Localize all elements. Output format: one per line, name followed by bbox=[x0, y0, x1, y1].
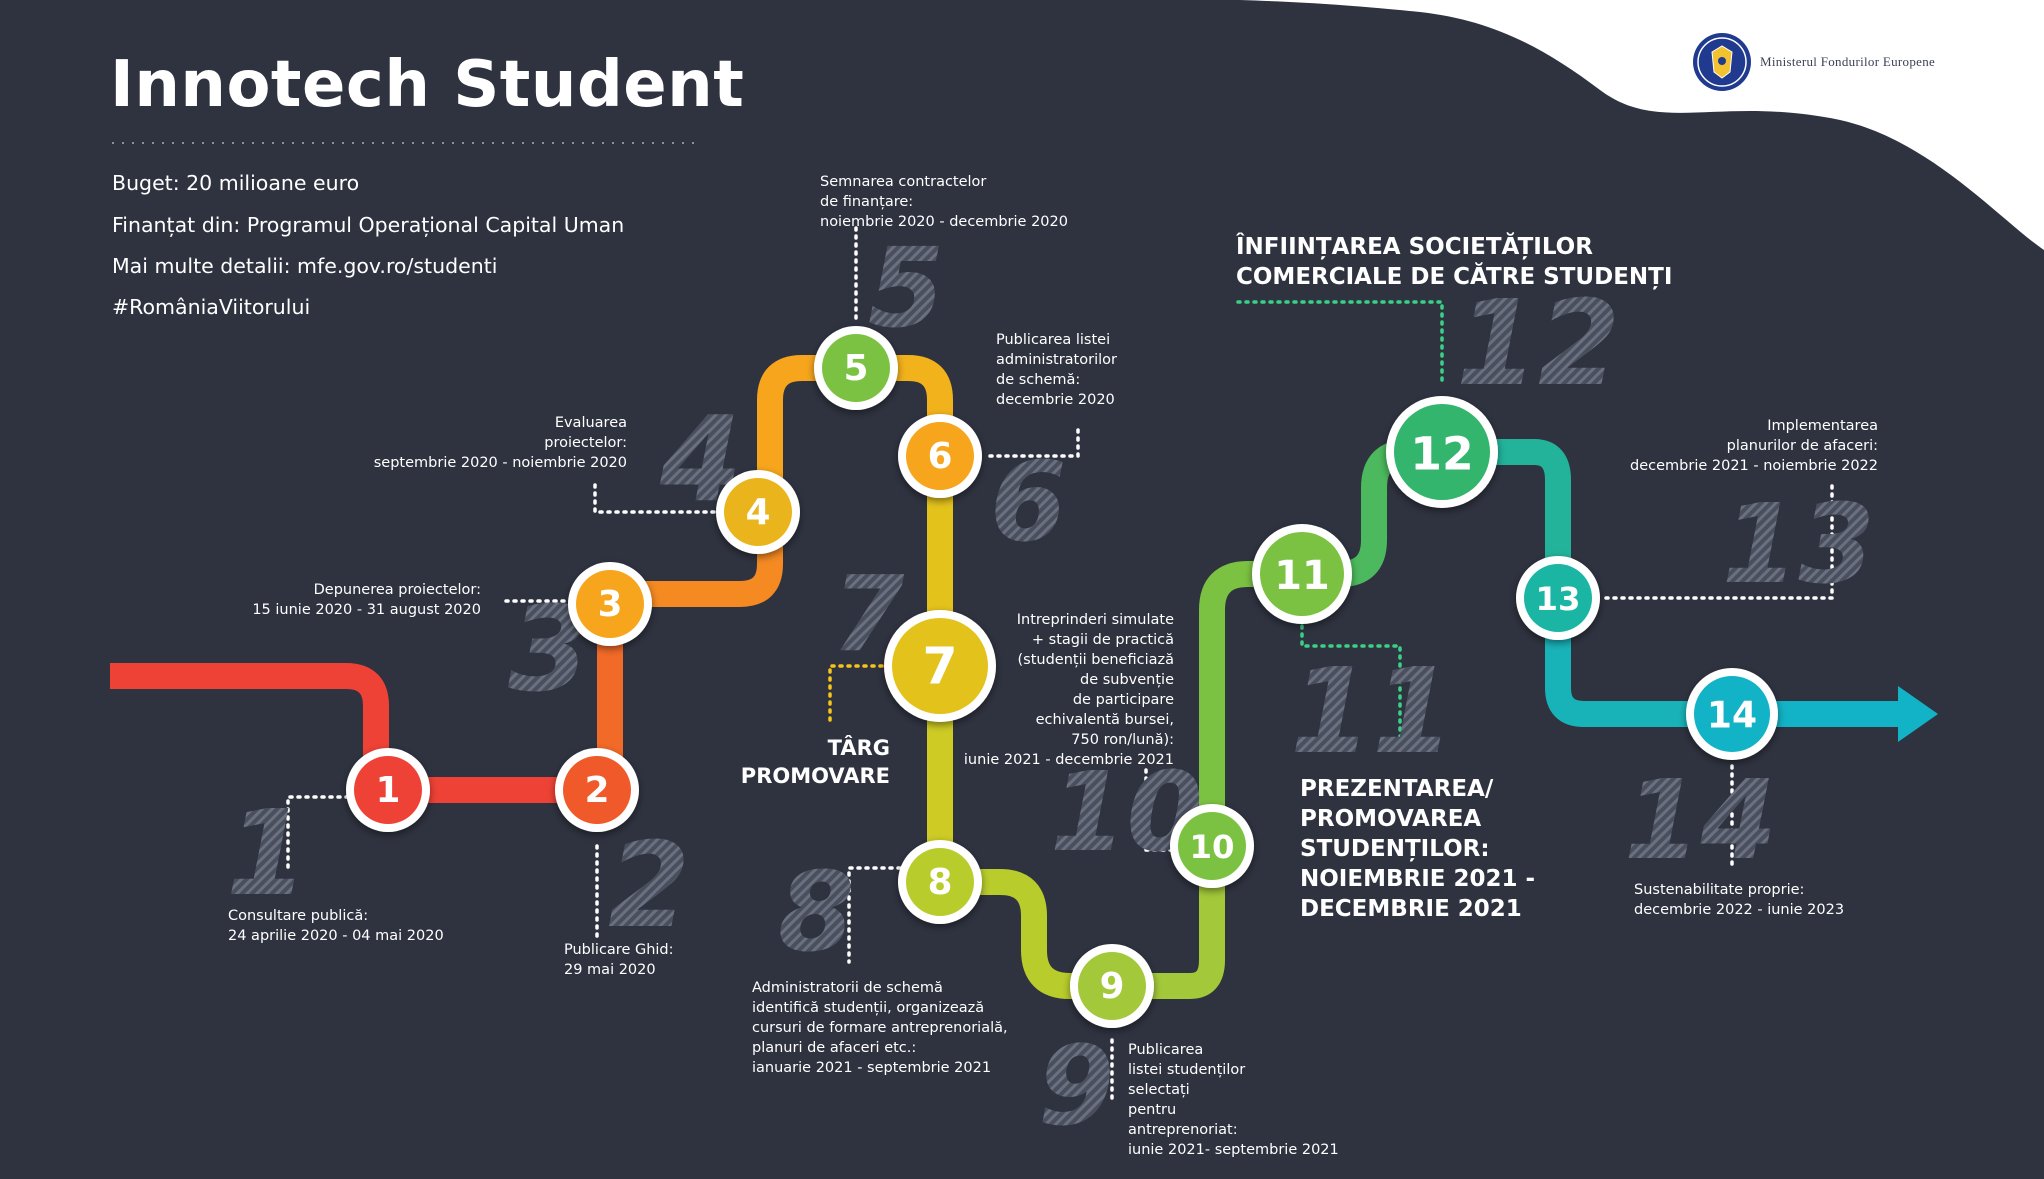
ghost-number-14: 14 bbox=[1624, 756, 1777, 884]
connector-1 bbox=[286, 795, 350, 870]
info-budget: Buget: 20 milioane euro bbox=[112, 171, 360, 195]
ministry-name: Ministerul Fondurilor Europene bbox=[1760, 54, 1936, 69]
milestone-circle-13: 13 bbox=[1516, 556, 1600, 640]
ghost-number-13: 13 bbox=[1722, 480, 1875, 608]
connector-4 bbox=[593, 480, 724, 514]
milestone-circle-12: 12 bbox=[1386, 396, 1498, 508]
milestone-number-12: 12 bbox=[1410, 427, 1473, 480]
connector-11 bbox=[1300, 624, 1402, 754]
milestone-circle-7: 7 bbox=[884, 610, 996, 722]
milestone-number-14: 14 bbox=[1707, 695, 1757, 737]
milestone-circle-3: 3 bbox=[568, 562, 652, 646]
milestone-circle-10: 10 bbox=[1170, 804, 1254, 888]
milestone-circle-8: 8 bbox=[898, 840, 982, 924]
path-segment-10-11 bbox=[1199, 561, 1302, 846]
milestone-number-4: 4 bbox=[746, 492, 771, 533]
milestone-circle-9: 9 bbox=[1070, 944, 1154, 1028]
milestone-number-11: 11 bbox=[1274, 553, 1330, 599]
milestone-label-1: Consultare publică:24 aprilie 2020 - 04 … bbox=[228, 908, 444, 944]
ghost-number-9: 9 bbox=[1038, 1022, 1115, 1150]
milestone-number-8: 8 bbox=[928, 862, 953, 903]
path-segment-13-14 bbox=[1545, 598, 1732, 727]
ghost-number-2: 2 bbox=[608, 816, 690, 954]
connector-12 bbox=[1236, 300, 1444, 388]
milestone-number-6: 6 bbox=[928, 436, 953, 477]
milestone-label-10: Intreprinderi simulate+ stagii de practi… bbox=[963, 612, 1174, 768]
arrow-head-icon bbox=[1898, 686, 1938, 742]
ghost-number-6: 6 bbox=[990, 438, 1067, 566]
milestone-label-2: Publicare Ghid:29 mai 2020 bbox=[564, 942, 674, 978]
connector-7 bbox=[828, 664, 900, 726]
page-title: Innotech Student bbox=[110, 48, 745, 122]
path-segment-4-5 bbox=[757, 355, 856, 525]
path-segment-start-1 bbox=[110, 663, 389, 803]
path-segment-3-4 bbox=[610, 499, 783, 607]
connector-6 bbox=[988, 424, 1080, 458]
ghost-number-8: 8 bbox=[778, 848, 855, 976]
government-seal-icon bbox=[1693, 33, 1751, 91]
milestone-number-7: 7 bbox=[922, 636, 957, 695]
ghost-number-12: 12 bbox=[1456, 274, 1620, 412]
path-segment-12-13 bbox=[1442, 439, 1571, 598]
milestone-number-3: 3 bbox=[598, 584, 623, 625]
connector-13 bbox=[1604, 480, 1834, 600]
ghost-number-5: 5 bbox=[868, 224, 945, 352]
milestone-circle-4: 4 bbox=[716, 470, 800, 554]
info-hashtag: #RomâniaViitorului bbox=[112, 295, 311, 319]
milestone-number-9: 9 bbox=[1100, 966, 1125, 1007]
milestone-number-13: 13 bbox=[1536, 580, 1581, 618]
milestone-circle-5: 5 bbox=[814, 326, 898, 410]
milestone-circle-11: 11 bbox=[1252, 524, 1352, 624]
connector-10 bbox=[1144, 762, 1174, 852]
path-segment-5-6 bbox=[856, 355, 953, 456]
info-funding: Finanțat din: Programul Operațional Capi… bbox=[112, 213, 625, 237]
milestone-circle-6: 6 bbox=[898, 414, 982, 498]
path-segment-8-9 bbox=[940, 869, 1112, 999]
ghost-number-1: 1 bbox=[226, 784, 308, 922]
path-segment-9-10 bbox=[1112, 846, 1225, 999]
milestone-number-10: 10 bbox=[1190, 828, 1235, 866]
info-details-link[interactable]: Mai multe detalii: mfe.gov.ro/studenti bbox=[112, 254, 498, 278]
milestone-number-2: 2 bbox=[585, 770, 610, 811]
milestone-circle-1: 1 bbox=[346, 748, 430, 832]
milestone-circle-2: 2 bbox=[555, 748, 639, 832]
header-white-shape bbox=[1240, 0, 2044, 250]
milestone-circle-14: 14 bbox=[1686, 668, 1778, 760]
connector-8 bbox=[847, 866, 902, 964]
milestone-label-14: Sustenabilitate proprie:decembrie 2022 -… bbox=[1634, 882, 1845, 918]
milestone-number-1: 1 bbox=[376, 770, 401, 811]
milestone-number-5: 5 bbox=[844, 348, 869, 389]
milestone-label-3: Depunerea proiectelor:15 iunie 2020 - 31… bbox=[252, 582, 481, 618]
ghost-number-11: 11 bbox=[1290, 642, 1454, 780]
